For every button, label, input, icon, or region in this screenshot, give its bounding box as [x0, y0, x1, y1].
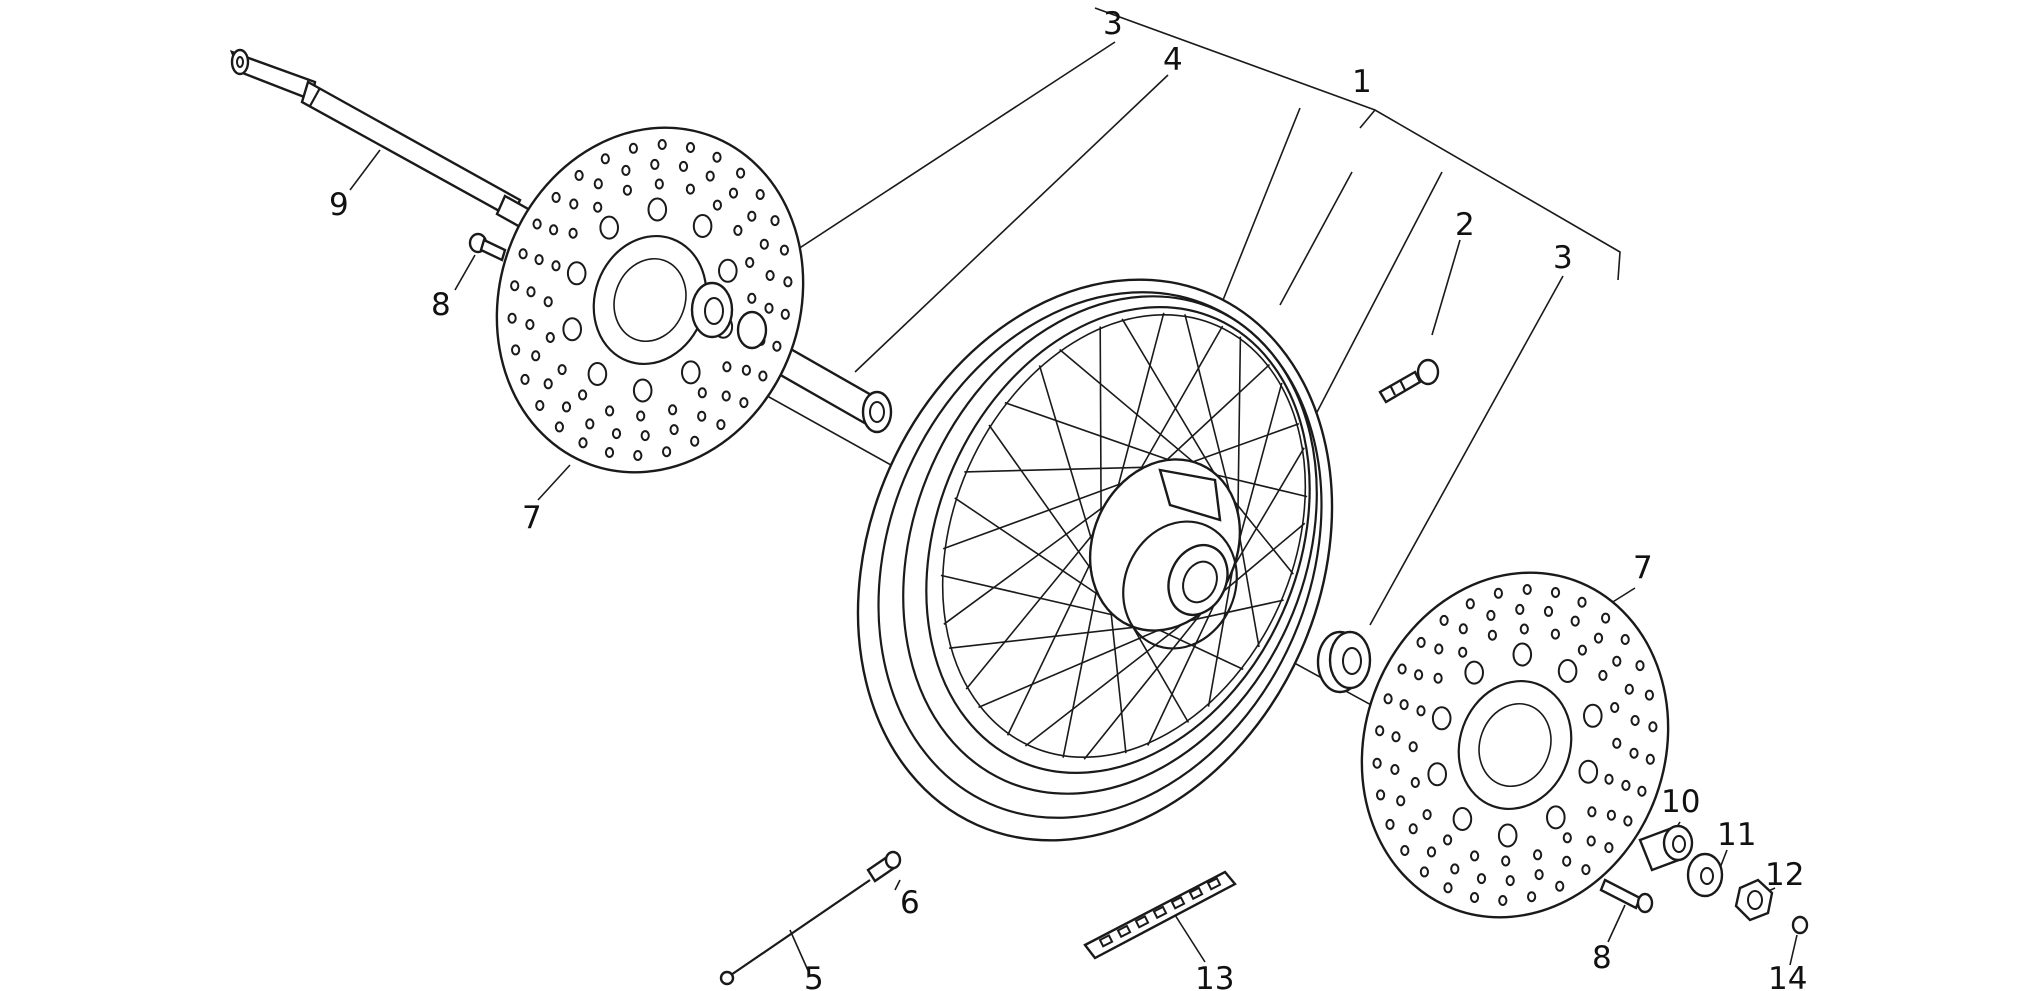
spoke-and-nipple	[719, 850, 902, 986]
valve-stem	[1378, 358, 1440, 404]
label-12: 12	[1765, 857, 1804, 893]
split-pin	[1791, 915, 1809, 935]
rim-tape	[1083, 870, 1237, 960]
axle-nut	[1734, 878, 1774, 922]
right-disc-bolt	[1599, 878, 1654, 914]
spoked-wheel	[856, 278, 1334, 842]
label-3-right: 3	[1553, 240, 1573, 276]
label-11: 11	[1717, 817, 1756, 853]
label-9: 9	[329, 187, 349, 223]
assembly-bracket	[1094, 7, 1621, 281]
label-10: 10	[1661, 784, 1700, 820]
left-brake-disc	[495, 126, 805, 474]
leader-lines	[349, 7, 1798, 976]
right-bearing	[1316, 630, 1372, 694]
label-14: 14	[1768, 961, 1807, 991]
right-disc-holes	[1372, 584, 1658, 906]
washer	[1686, 852, 1724, 898]
label-3-upper: 3	[1103, 6, 1123, 42]
left-disc-bolt	[468, 232, 507, 262]
label-8-left: 8	[431, 287, 451, 323]
label-2: 2	[1455, 207, 1475, 243]
label-7-right: 7	[1633, 550, 1653, 586]
left-disc-holes	[507, 139, 793, 461]
part-labels: 1 2 3 3 4 5 6 7 7 8 8 9 10 11 12 13 14	[329, 6, 1807, 991]
rim-tape-slots	[1098, 877, 1222, 948]
label-1: 1	[1352, 64, 1372, 100]
label-5: 5	[804, 961, 824, 991]
label-8-right: 8	[1592, 940, 1612, 976]
label-7-left: 7	[522, 500, 542, 536]
right-spacer	[1638, 824, 1694, 872]
label-4: 4	[1163, 42, 1183, 78]
right-brake-disc	[1360, 571, 1670, 919]
label-13: 13	[1195, 961, 1234, 991]
axle	[229, 48, 532, 230]
label-6: 6	[900, 885, 920, 921]
